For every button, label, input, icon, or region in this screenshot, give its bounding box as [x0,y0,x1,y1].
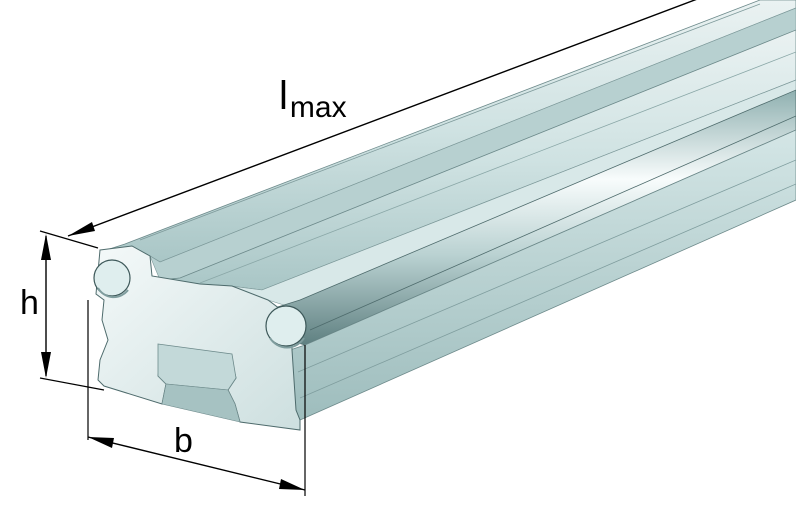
rail-top-edge-3 [309,115,796,331]
length-dimension-line [67,0,697,237]
height-extension-top [39,230,99,249]
rail-side-edge-1 [297,159,796,373]
right-shaft-end [265,305,307,347]
rail-end-face [93,245,307,431]
length-arrowhead [68,222,95,236]
length-dimension [67,0,697,237]
width-arrow-left [88,437,114,448]
height-extension-bottom [39,377,105,391]
width-dimension-line [87,436,306,491]
length-subscript: max [289,91,347,124]
width-arrow-right [279,479,305,490]
height-label: h [20,284,39,322]
length-label: lmax [279,74,347,123]
width-dimension [87,300,306,496]
length-symbol: l [279,74,288,118]
slot-bottom-shade [161,383,241,423]
width-label: b [174,422,193,460]
height-arrow-bottom [41,352,51,378]
height-arrow-top [41,234,51,260]
left-shaft-shadow [97,287,129,299]
rail-top-edge-1 [139,3,761,241]
rail-body [99,0,796,421]
rail-side-edge-2 [299,183,796,399]
left-shaft-end [93,259,131,297]
right-shaft-shadow [269,337,305,349]
rail-top-edge-2 [199,51,796,284]
height-dimension [39,230,105,391]
